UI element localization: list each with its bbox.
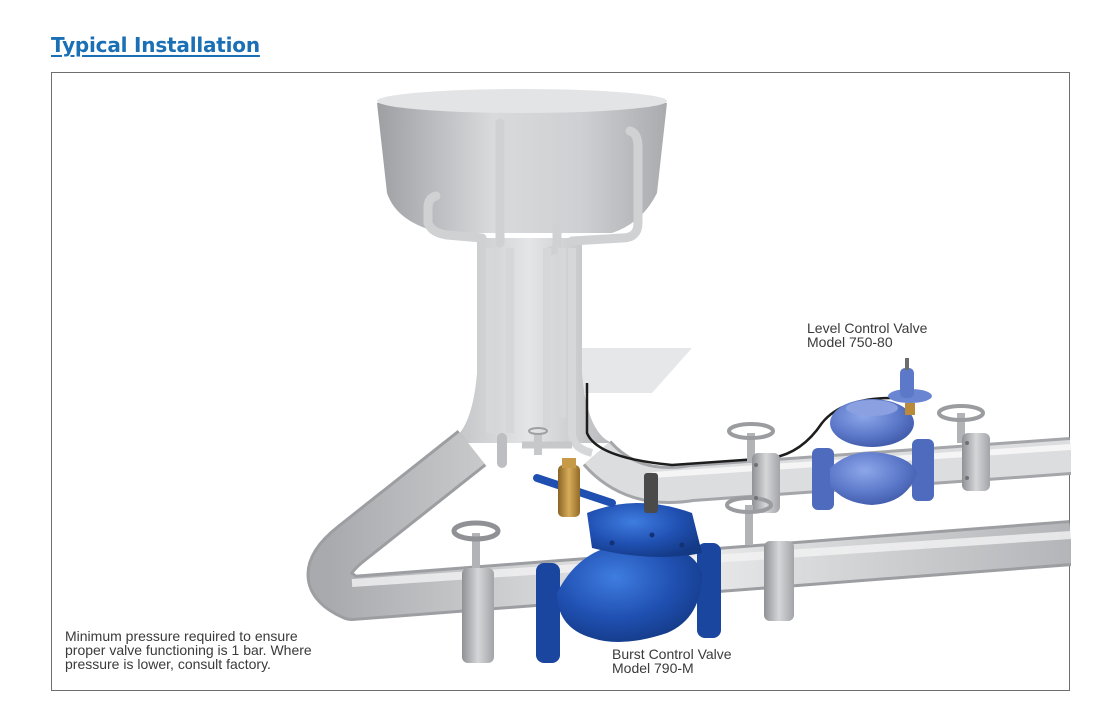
handwheel-icon [451, 520, 501, 663]
pressure-note: Minimum pressure required to ensure prop… [65, 629, 312, 671]
burst-valve-label-line1: Burst Control Valve [612, 646, 732, 662]
pressure-note-line2: proper valve functioning is 1 bar. Where [65, 642, 312, 658]
handwheel-icon [725, 496, 794, 621]
level-valve-label-line2: Model 750-80 [807, 334, 893, 350]
tower-shadow [552, 348, 692, 393]
water-tower-icon [377, 89, 667, 468]
installation-illustration [306, 89, 1071, 663]
level-control-valve-icon [812, 358, 934, 510]
burst-valve-label-line2: Model 790-M [612, 660, 694, 676]
burst-control-valve-icon [533, 458, 721, 663]
pressure-note-line1: Minimum pressure required to ensure [65, 628, 298, 644]
pressure-note-line3: pressure is lower, consult factory. [65, 656, 271, 672]
handwheel-icon [937, 404, 990, 491]
level-valve-label-line1: Level Control Valve [807, 320, 928, 336]
installation-diagram-frame: Level Control Valve Model 750-80 Burst C… [51, 72, 1071, 691]
page-title: Typical Installation [51, 33, 260, 57]
burst-control-valve-label: Burst Control Valve Model 790-M [612, 647, 732, 675]
flange-upper [754, 441, 969, 500]
level-control-valve-label: Level Control Valve Model 750-80 [807, 321, 927, 349]
